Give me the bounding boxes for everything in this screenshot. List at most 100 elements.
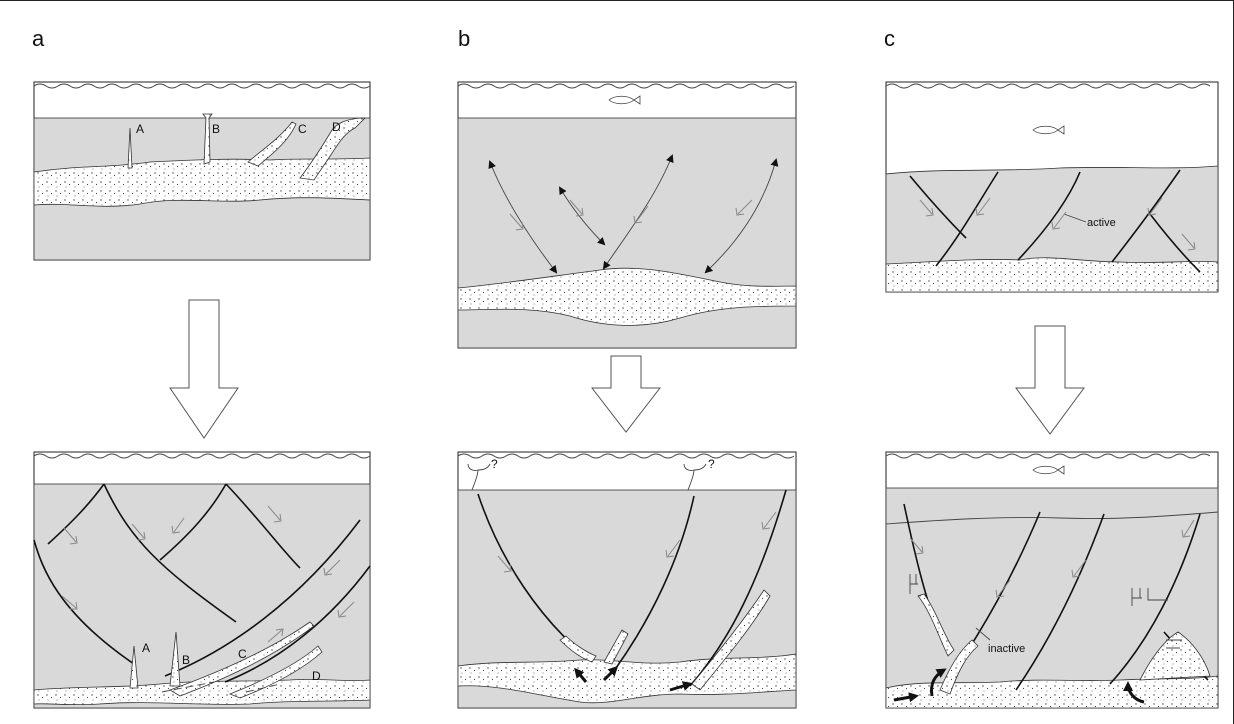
marker-c: C — [298, 122, 307, 136]
marker-b: B — [182, 653, 190, 667]
slip-arrow-icon — [1181, 233, 1196, 251]
slip-arrow-icon — [509, 213, 524, 231]
slip-arrow-icon — [995, 579, 1011, 598]
fault — [47, 483, 105, 545]
slip-arrow-icon — [61, 595, 78, 610]
panel-a-label: a — [32, 26, 45, 51]
down-arrow-icon — [1015, 325, 1085, 435]
slip-arrow-icon — [761, 511, 777, 530]
fault — [225, 483, 301, 569]
flow-arrow-icon — [1123, 681, 1145, 704]
fault — [224, 565, 371, 683]
slip-arrow-icon — [1181, 519, 1195, 538]
slip-arrow-icon — [1051, 211, 1067, 230]
fault — [33, 539, 135, 665]
fault — [1017, 171, 1081, 261]
panel-b-label: b — [458, 26, 470, 51]
question-mark: ? — [491, 457, 498, 471]
panel-a: a A B C D — [32, 26, 371, 709]
panel-c-label: c — [884, 26, 895, 51]
slip-arrow-icon — [975, 197, 991, 216]
double-arrow-icon — [602, 154, 674, 270]
slip-arrow-icon — [919, 199, 934, 217]
slip-arrow-icon — [633, 205, 649, 224]
panel-b: b — [457, 26, 797, 709]
slip-arrow-icon — [131, 523, 146, 541]
injectite — [939, 639, 979, 695]
flow-arrow-icon — [669, 681, 693, 692]
marker-c: C — [238, 647, 247, 661]
leader-line — [1063, 213, 1087, 223]
fish-icon — [608, 95, 641, 105]
injectite-a — [127, 127, 133, 169]
marker-a: A — [136, 122, 144, 136]
flow-arrow-icon — [893, 692, 919, 703]
vent-icon — [683, 463, 707, 491]
injectite — [1139, 631, 1211, 681]
water-surface — [457, 453, 795, 459]
slip-arrow-icon — [909, 537, 924, 555]
double-arrow-icon — [558, 186, 606, 246]
fish-icon — [1032, 125, 1065, 135]
slip-arrow-icon — [1147, 197, 1163, 216]
panel-a-top-box: A B C D — [33, 81, 371, 261]
flow-arrow-icon — [574, 667, 588, 683]
fault — [159, 483, 227, 561]
sand-body — [457, 267, 797, 326]
vent-icon — [909, 574, 918, 594]
marker-b: B — [212, 122, 220, 136]
vent-icon — [1131, 588, 1168, 606]
panel-c-top-box: active — [885, 81, 1219, 293]
fault — [1109, 513, 1201, 685]
dashed-trace — [245, 683, 281, 693]
fault — [164, 519, 361, 677]
fault — [1111, 169, 1181, 263]
host-rock — [33, 483, 371, 709]
vent-icon — [467, 463, 491, 491]
slip-arrow-icon — [337, 601, 355, 618]
injectite — [559, 635, 597, 663]
injectite-b — [202, 113, 213, 165]
slip-arrow-icon — [63, 527, 78, 545]
marker-d: D — [312, 669, 321, 683]
panel-a-bottom-box: A B C D — [33, 451, 371, 709]
double-arrow-icon — [488, 160, 558, 274]
inactive-label: inactive — [988, 643, 1025, 655]
bedding-line — [885, 511, 1219, 525]
injectite-d — [299, 117, 366, 181]
double-arrow-icon — [704, 158, 779, 274]
panel-b-top-box — [457, 81, 797, 349]
fault — [1149, 213, 1201, 273]
water-surface — [33, 83, 371, 89]
panel-c: c active — [884, 26, 1219, 709]
fish-icon — [1032, 465, 1065, 475]
sand-body — [33, 679, 371, 706]
panel-b-bottom-box: ? ? — [457, 451, 797, 709]
marker-d: D — [332, 120, 341, 134]
slip-arrow-icon — [569, 199, 584, 217]
panel-c-bottom-box: inactive — [885, 451, 1219, 709]
leader-line — [975, 627, 991, 641]
water-surface — [885, 453, 1211, 459]
water-surface — [457, 83, 795, 89]
injectite-a — [129, 645, 139, 689]
fault — [1015, 513, 1105, 691]
slip-arrow-icon — [665, 539, 681, 558]
slip-arrow-icon — [267, 505, 282, 523]
slip-arrow-icon — [323, 559, 341, 576]
fault — [103, 483, 237, 623]
injectite — [691, 589, 771, 691]
down-arrow-icon — [590, 355, 662, 433]
marker-a: A — [142, 641, 150, 655]
vent-icon — [1166, 639, 1182, 649]
slip-arrow-icon — [267, 628, 284, 643]
water-surface — [33, 453, 371, 459]
active-label: active — [1087, 217, 1116, 229]
down-arrow-icon — [169, 299, 239, 439]
dashed-trace — [161, 681, 215, 693]
sand-body — [885, 257, 1219, 293]
flow-arrow-icon — [602, 665, 619, 682]
flow-arrow-icon — [930, 668, 947, 697]
injectite-d — [228, 645, 323, 699]
